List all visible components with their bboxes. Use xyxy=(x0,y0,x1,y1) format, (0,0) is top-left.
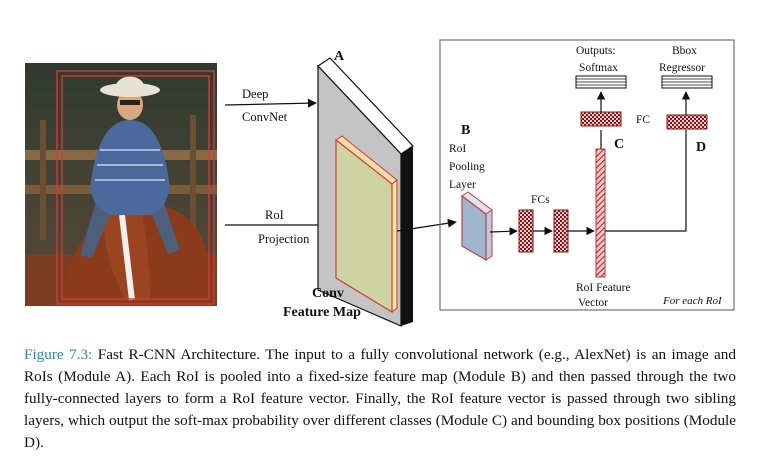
roi-pooling-layer-label: RoI Pooling Layer xyxy=(449,143,488,191)
conv-feature-map xyxy=(317,57,414,327)
input-image xyxy=(25,63,217,306)
for-each-roi-label: For each RoI xyxy=(662,295,723,307)
roi-pooling-block xyxy=(461,191,493,262)
vector-to-fc-d-line xyxy=(605,130,687,232)
module-a-label: A xyxy=(334,49,345,64)
fc-label: FC xyxy=(636,114,650,126)
module-c-label: C xyxy=(614,137,624,152)
fast-rcnn-diagram: Deep ConvNet RoI Projection A Conv Featu… xyxy=(25,39,735,327)
bbox-regressor-label: Bbox Regressor xyxy=(659,45,705,74)
conv-feature-map-label: Conv Feature Map xyxy=(283,286,361,320)
caption-text: Fast R-CNN Architecture. The input to a … xyxy=(24,346,736,451)
pool-to-fc-arrow xyxy=(489,227,518,236)
fcs-label: FCs xyxy=(531,194,550,206)
figure-caption: Figure 7.3: Fast R-CNN Architecture. The… xyxy=(24,344,736,454)
module-d-label: D xyxy=(696,140,706,155)
outputs-softmax-label: Outputs: Softmax xyxy=(576,45,619,74)
fc-layer-c xyxy=(580,111,622,127)
roi-feature-vector xyxy=(595,148,606,278)
fc-layer-2 xyxy=(553,209,569,253)
fc-layer-1 xyxy=(518,209,534,253)
fc-layer-d xyxy=(666,114,708,130)
module-b-label: B xyxy=(461,123,470,138)
roi-feature-vector-label: RoI Feature Vector xyxy=(576,282,633,309)
for-each-roi-box xyxy=(439,39,735,311)
bbox-output xyxy=(661,75,713,89)
deep-convnet-label: Deep ConvNet xyxy=(242,87,288,124)
roi-projection-label: RoI Projection xyxy=(258,208,310,246)
softmax-output xyxy=(575,75,627,89)
figure-reference: Figure 7.3: xyxy=(24,346,93,363)
deep-convnet-arrow xyxy=(224,98,317,108)
feature-to-pool-arrow xyxy=(396,218,457,232)
